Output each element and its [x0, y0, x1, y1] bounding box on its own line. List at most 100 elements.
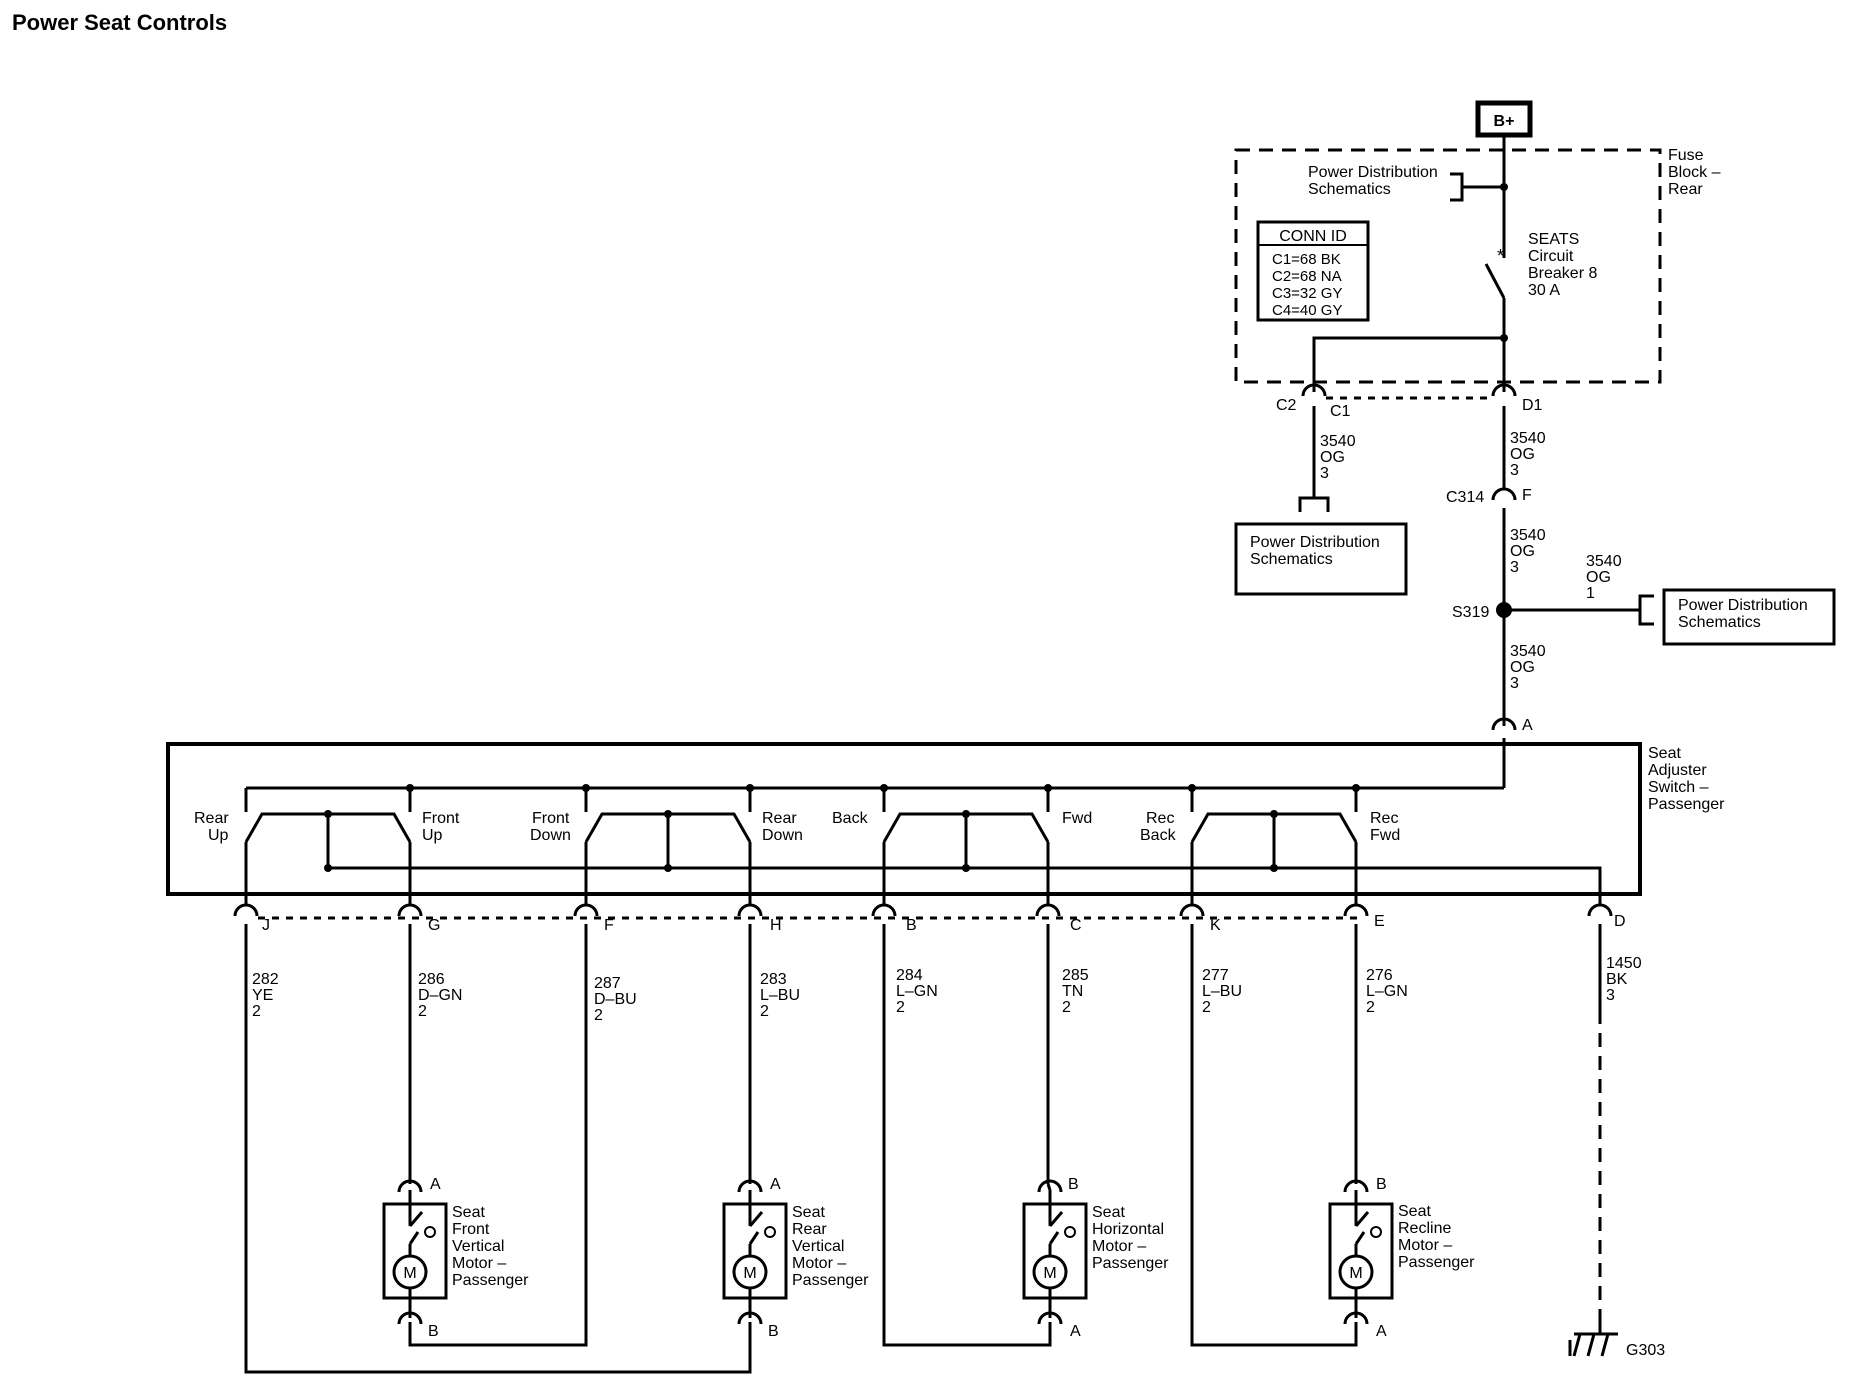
fuse-pds-ref-1: Power Distribution — [1308, 164, 1438, 181]
motor-4-top-pin: B — [1376, 1176, 1387, 1193]
switch-pin-0-icon — [233, 903, 259, 917]
circuit-breaker-icon: * — [1484, 187, 1506, 338]
svg-text:Motor –: Motor – — [452, 1255, 506, 1272]
motor-1-bottom-pin: B — [428, 1323, 439, 1340]
pos-front-up-1: Front — [422, 810, 460, 827]
conn-id-row-4: C4=40 GY — [1272, 302, 1342, 319]
motor-1-top-pin: A — [430, 1176, 441, 1193]
svg-text:282: 282 — [252, 971, 279, 988]
switch-pin-1-icon — [397, 903, 423, 917]
motor-4-bottom-pin: A — [1376, 1323, 1387, 1340]
wire-c314-s319-1: 3540 — [1510, 527, 1546, 544]
seat-adjuster-switch: Seat Adjuster Switch – Passenger Rear Up… — [166, 738, 1725, 906]
pos-rear-down-1: Rear — [762, 810, 797, 827]
svg-text:2: 2 — [760, 1003, 769, 1020]
svg-text:Passenger: Passenger — [1092, 1255, 1169, 1272]
motor-1-icon — [382, 1179, 448, 1332]
pin-f: F — [604, 917, 614, 934]
pos-rec-fwd-2: Fwd — [1370, 827, 1400, 844]
svg-text:L–GN: L–GN — [1366, 983, 1408, 1000]
motor-recline-label: Seat Recline Motor – Passenger — [1398, 1203, 1475, 1271]
ground-g303-label: G303 — [1626, 1342, 1665, 1359]
svg-text:276: 276 — [1366, 967, 1393, 984]
svg-text:YE: YE — [252, 987, 273, 1004]
fuse-block-label-1: Fuse — [1668, 147, 1704, 164]
connector-c1-label: C1 — [1330, 403, 1351, 420]
svg-text:Seat: Seat — [1398, 1203, 1431, 1220]
switch-pin-7-icon — [1343, 903, 1369, 917]
wire-d1-c314-2: OG — [1510, 446, 1535, 463]
pos-rec-back-2: Back — [1140, 827, 1177, 844]
pds-box-right: Power Distribution Schematics — [1662, 588, 1836, 646]
svg-text:BK: BK — [1606, 971, 1628, 988]
wire-s319-switch-2: OG — [1510, 659, 1535, 676]
svg-text:L–GN: L–GN — [896, 983, 938, 1000]
conn-id-row-1: C1=68 BK — [1272, 251, 1341, 268]
svg-text:2: 2 — [252, 1003, 261, 1020]
pds-left-line-2: Schematics — [1250, 551, 1333, 568]
wire-left-feed-1: 3540 — [1320, 433, 1356, 450]
svg-text:Recline: Recline — [1398, 1220, 1451, 1237]
motor-4-symbol: M — [1349, 1265, 1362, 1282]
svg-text:Seat: Seat — [792, 1204, 825, 1221]
switch-label-3: Switch – — [1648, 779, 1709, 796]
pds-left-line-1: Power Distribution — [1250, 534, 1380, 551]
switch-label-4: Passenger — [1648, 796, 1725, 813]
svg-text:2: 2 — [418, 1003, 427, 1020]
motor-3-icon — [1022, 1179, 1088, 1332]
switch-section-4 — [1190, 788, 1358, 906]
svg-text:*: * — [1497, 246, 1504, 266]
breaker-label-3: Breaker 8 — [1528, 265, 1597, 282]
connector-f-label: F — [1522, 487, 1532, 504]
pos-front-down-2: Down — [530, 827, 571, 844]
battery-terminal: B+ — [1475, 100, 1533, 138]
pin-j: J — [262, 917, 270, 934]
svg-text:Motor –: Motor – — [1398, 1237, 1452, 1254]
svg-text:Horizontal: Horizontal — [1092, 1221, 1164, 1238]
wire-s319-switch-1: 3540 — [1510, 643, 1546, 660]
pos-rear-down-2: Down — [762, 827, 803, 844]
pos-rear-up-1: Rear — [194, 810, 229, 827]
svg-text:286: 286 — [418, 971, 445, 988]
motor-2-icon — [722, 1179, 788, 1332]
conn-id-table: CONN ID C1=68 BK C2=68 NA C3=32 GY C4=40… — [1256, 220, 1370, 322]
breaker-label-1: SEATS — [1528, 231, 1579, 248]
motor-1-symbol: M — [403, 1265, 416, 1282]
switch-label-2: Adjuster — [1648, 762, 1707, 779]
svg-text:Motor –: Motor – — [1092, 1238, 1146, 1255]
switch-section-2 — [584, 788, 752, 906]
svg-text:2: 2 — [594, 1007, 603, 1024]
pin-c: C — [1070, 917, 1082, 934]
motor-3-bottom-pin: A — [1070, 1323, 1081, 1340]
svg-text:2: 2 — [1062, 999, 1071, 1016]
svg-text:2: 2 — [1202, 999, 1211, 1016]
conn-id-row-3: C3=32 GY — [1272, 285, 1342, 302]
pos-front-up-2: Up — [422, 827, 443, 844]
wire-c314-s319-2: OG — [1510, 543, 1535, 560]
svg-text:Motor –: Motor – — [792, 1255, 846, 1272]
wire-s319-branch-1: 3540 — [1586, 553, 1622, 570]
pin-d: D — [1614, 913, 1626, 930]
pin-h: H — [770, 917, 782, 934]
motor-rear-vertical-label: Seat Rear Vertical Motor – Passenger — [792, 1204, 869, 1289]
breaker-label-2: Circuit — [1528, 248, 1574, 265]
page-title: Power Seat Controls — [12, 10, 227, 35]
connector-d1-label: D1 — [1522, 397, 1543, 414]
fuse-block-rear: Fuse Block – Rear Power Distribution Sch… — [1234, 147, 1721, 392]
motor-front-vertical-label: Seat Front Vertical Motor – Passenger — [452, 1204, 529, 1289]
svg-text:Seat: Seat — [452, 1204, 485, 1221]
pos-back: Back — [832, 810, 869, 827]
svg-text:2: 2 — [896, 999, 905, 1016]
svg-text:TN: TN — [1062, 983, 1083, 1000]
connector-c2-label: C2 — [1276, 397, 1297, 414]
switch-pin-3-icon — [737, 903, 763, 917]
fuse-block-label-2: Block – — [1668, 164, 1721, 181]
switch-section-1 — [244, 788, 412, 906]
